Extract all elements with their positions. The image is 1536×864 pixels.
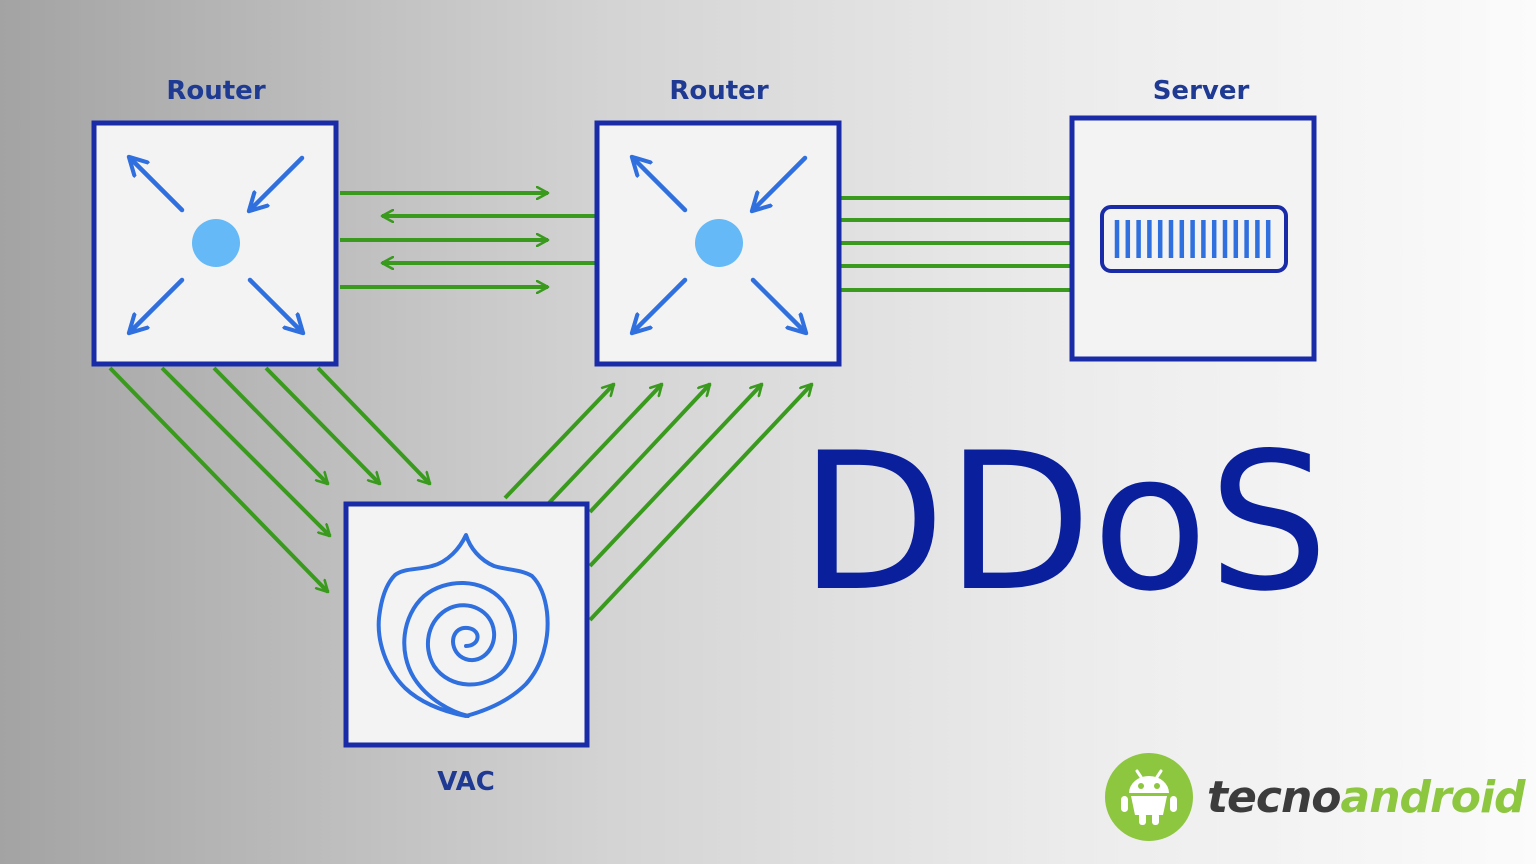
router-hub-dot — [192, 219, 240, 267]
vac-label: VAC — [437, 767, 495, 797]
vac-out-2 — [546, 382, 664, 506]
vac-out-4 — [588, 382, 764, 568]
router-left-node: Router — [91, 76, 339, 367]
vac-to-router-links — [503, 382, 814, 622]
vac-in-4 — [264, 366, 382, 486]
server-node: Server — [1069, 76, 1317, 362]
vac-in-5 — [316, 366, 432, 486]
server-label: Server — [1153, 76, 1250, 106]
router-center-label: Router — [669, 76, 768, 106]
vac-out-1 — [503, 382, 616, 500]
shield-spiral-icon — [376, 533, 550, 718]
router-to-vac-links — [108, 366, 432, 594]
router-arrows-icon — [130, 158, 302, 332]
router-arrows-icon — [633, 158, 805, 332]
vac-node: VAC — [343, 501, 590, 797]
router-to-router-links — [340, 193, 596, 287]
vac-in-2 — [160, 366, 332, 538]
vac-out-5 — [588, 382, 814, 622]
server-rack-icon — [1100, 205, 1288, 273]
logo-text-tecno: tecno — [1207, 771, 1342, 823]
android-robot-icon — [1105, 753, 1193, 841]
tecnoandroid-logo: tecnoandroid — [1105, 752, 1526, 842]
logo-wordmark: tecnoandroid — [1207, 771, 1526, 823]
vac-in-1 — [108, 366, 330, 594]
router-center-node: Router — [594, 76, 842, 367]
vac-out-3 — [588, 382, 712, 514]
router-hub-dot — [695, 219, 743, 267]
router-to-server-links — [840, 196, 1072, 292]
ddos-title: DDoS — [799, 412, 1328, 633]
spiral — [402, 581, 517, 718]
logo-text-android: android — [1340, 771, 1526, 823]
router-left-label: Router — [166, 76, 265, 106]
vac-in-3 — [212, 366, 330, 486]
